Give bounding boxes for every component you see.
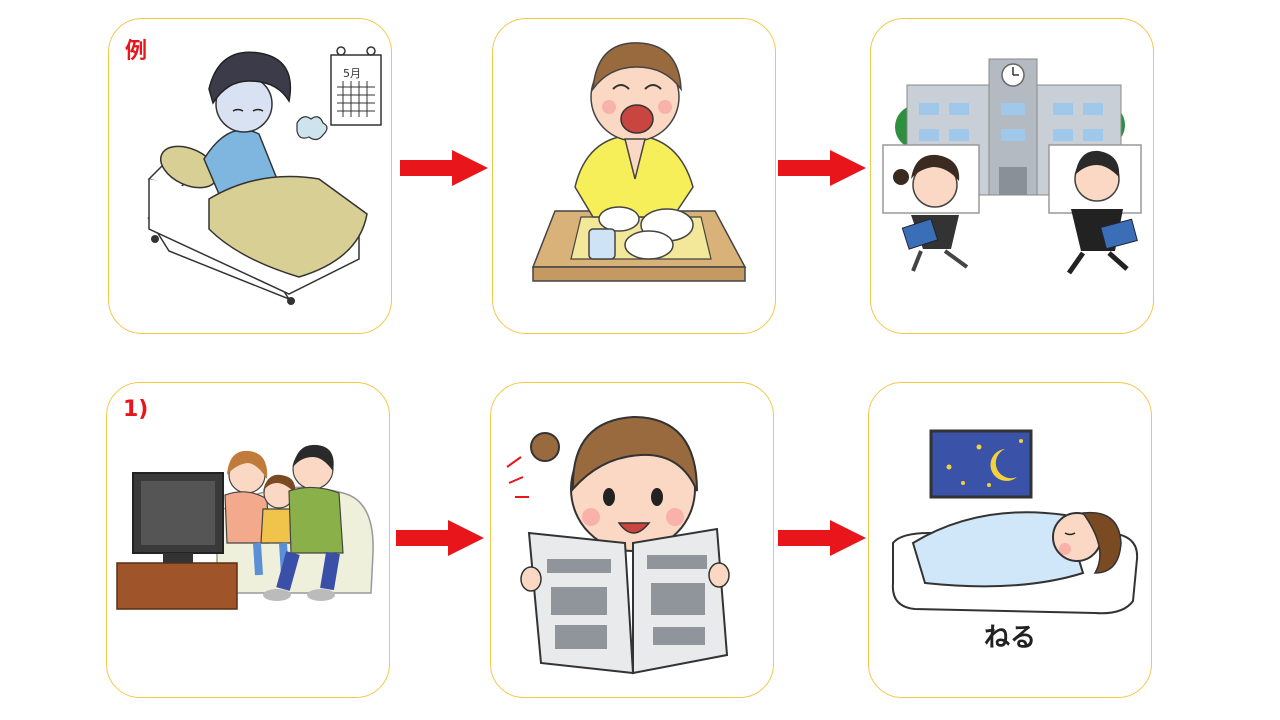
illustration-family-watching-tv [116, 444, 374, 610]
row-label-question-1: 1) [123, 397, 149, 422]
caption-sleep: ねる [983, 623, 1036, 653]
row-label-example: 例 [125, 39, 148, 64]
scene-card-sleep: ねる [868, 382, 1152, 698]
illustration-sleeping-at-night [891, 429, 1139, 615]
arrow-right-icon [396, 520, 484, 556]
illustration-going-to-school [882, 58, 1142, 275]
scene-card-wake-up: 例 5月 [108, 18, 392, 334]
calendar-icon [330, 46, 382, 126]
arrow-right-icon [778, 520, 866, 556]
scene-card-breakfast [492, 18, 776, 334]
illustration-reading-newspaper [506, 415, 730, 675]
illustration-eating-breakfast [531, 42, 747, 282]
calendar-month: 5月 [343, 67, 361, 80]
scene-card-school [870, 18, 1154, 334]
arrow-right-icon [400, 150, 488, 186]
illustration-sleeping-in-bed: 5月 [147, 46, 382, 305]
scene-card-newspaper [490, 382, 774, 698]
scene-card-watching-tv: 1) [106, 382, 390, 698]
arrow-right-icon [778, 150, 866, 186]
